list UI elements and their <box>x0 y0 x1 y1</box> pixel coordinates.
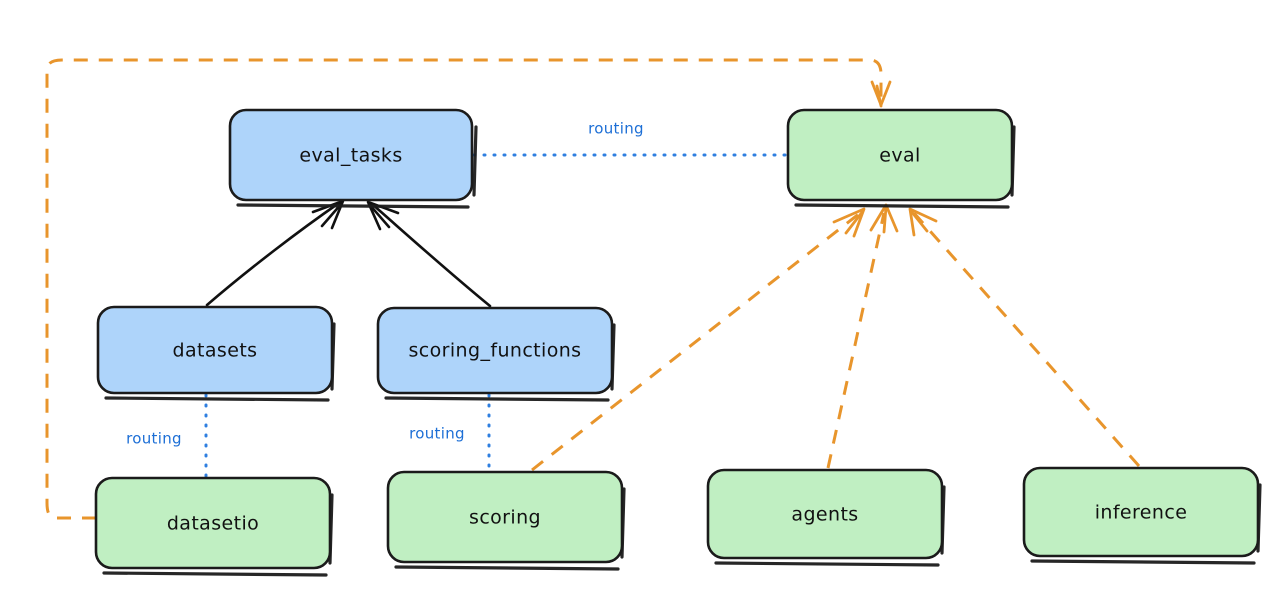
edge-datasets-to-evaltasks <box>205 199 345 307</box>
edge-label-routing-datasetio: routing <box>126 430 182 448</box>
node-inference[interactable]: inference <box>1022 466 1262 565</box>
node-scoring-shape[interactable] <box>386 470 624 564</box>
node-datasets[interactable]: datasets <box>96 305 336 402</box>
edge-inference-to-eval <box>908 207 1141 467</box>
node-datasetio[interactable]: datasetio <box>94 476 334 577</box>
node-eval-tasks-label: eval_tasks <box>299 145 402 167</box>
node-eval-tasks[interactable]: eval_tasks <box>228 108 478 209</box>
node-eval-shape[interactable] <box>786 108 1014 202</box>
node-scoring-label: scoring <box>469 507 541 529</box>
node-scoring-functions-label: scoring_functions <box>409 340 582 362</box>
node-scoring-functions-shape[interactable] <box>376 306 614 395</box>
edge-agents-to-eval <box>826 203 899 469</box>
node-inference-label: inference <box>1095 502 1188 524</box>
node-eval-label: eval <box>879 145 920 167</box>
node-agents-label: agents <box>791 504 858 526</box>
edge-label-routing-eval: routing <box>588 120 644 138</box>
edge-scoringfunctions-to-evaltasks <box>366 200 492 308</box>
edge-labels-layer: routing routing routing <box>126 120 644 448</box>
node-inference-shape[interactable] <box>1022 466 1260 558</box>
node-agents[interactable]: agents <box>706 468 946 567</box>
node-scoring-functions[interactable]: scoring_functions <box>376 306 616 402</box>
node-scoring[interactable]: scoring <box>386 470 626 571</box>
node-datasetio-shape[interactable] <box>94 476 332 570</box>
node-datasets-label: datasets <box>173 340 258 362</box>
edge-label-routing-scoring: routing <box>409 425 465 443</box>
edge-scoring-to-eval <box>531 207 866 472</box>
node-datasetio-label: datasetio <box>167 513 259 535</box>
node-eval-tasks-shape[interactable] <box>228 108 474 202</box>
edge-datasetio-to-eval <box>45 58 892 520</box>
node-agents-shape[interactable] <box>706 468 944 560</box>
node-eval[interactable]: eval <box>786 108 1016 209</box>
node-datasets-shape[interactable] <box>96 305 334 395</box>
